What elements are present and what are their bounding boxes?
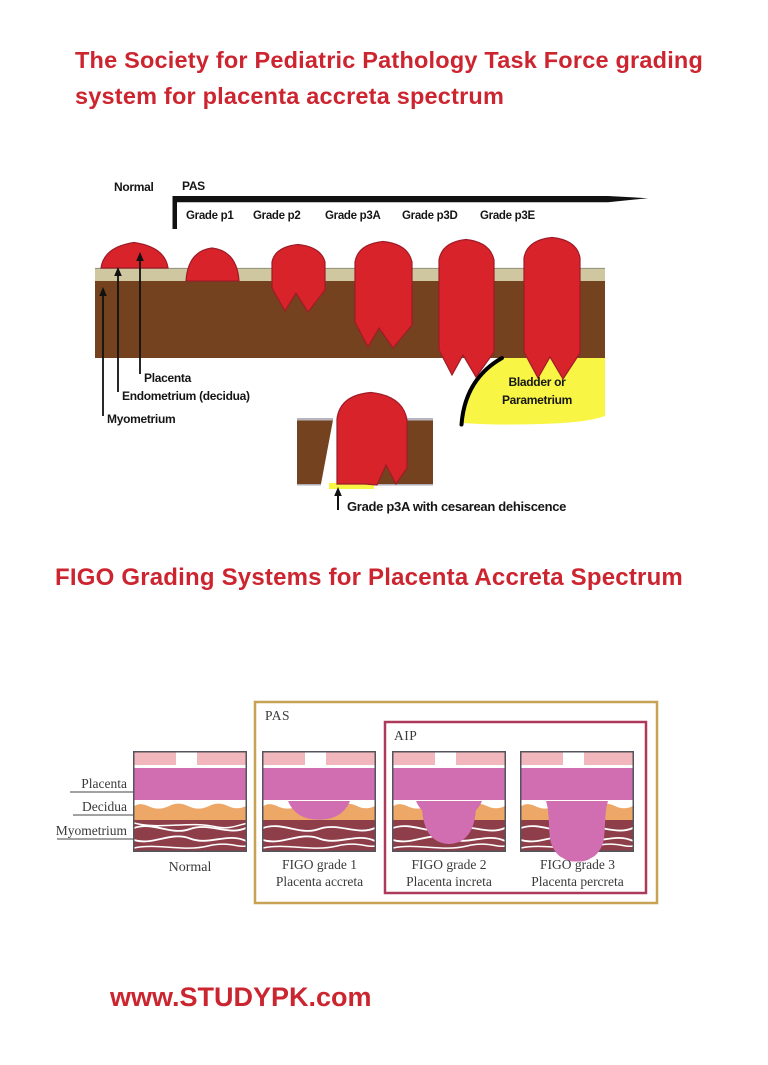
inset-caption: Grade p3A with cesarean dehiscence (347, 499, 566, 514)
figo-diagram: PAS AIP Placenta Decidua Myometrium (56, 700, 659, 905)
grade-p3e-label: Grade p3E (480, 210, 535, 222)
caption-grade2-line2: Placenta increta (406, 874, 492, 889)
figo-leader-lines (57, 791, 133, 840)
figo-decidua-label: Decidua (82, 799, 127, 814)
placenta-dome-p2 (271, 243, 326, 314)
arrowhead-endometrium (114, 267, 122, 276)
spp-diagram: Normal PAS Grade p1 Grade p2 Grade p3A G… (95, 179, 648, 514)
layer-arrows (102, 258, 141, 416)
placenta-dome-p3e (523, 236, 581, 381)
pas-label: PAS (182, 179, 205, 193)
inset-dehiscence-strip (329, 483, 374, 489)
figo-placenta-label: Placenta (81, 776, 127, 791)
cesarean-inset (297, 391, 433, 510)
grade-p3d-label: Grade p3D (402, 210, 457, 222)
spp-title: The Society for Pediatric Pathology Task… (75, 42, 703, 114)
spp-title-line1: The Society for Pediatric Pathology Task… (75, 47, 704, 73)
caption-grade3-line1: FIGO grade 3 (540, 857, 615, 872)
caption-grade1-line2: Placenta accreta (276, 874, 363, 889)
pas-box-label: PAS (265, 708, 290, 723)
caption-grade2-line1: FIGO grade 2 (412, 857, 487, 872)
endometrium-layer-label: Endometrium (decidua) (122, 389, 250, 403)
aip-box (383, 720, 648, 895)
caption-grade1-line1: FIGO grade 1 (282, 857, 357, 872)
placenta-dome-p3d (438, 238, 495, 379)
footer-url: www.STUDYPK.com (110, 982, 372, 1012)
placenta-dome-p3a (354, 240, 413, 349)
bladder-outline-arc (459, 356, 504, 427)
figo-panel-grade2 (392, 751, 506, 852)
pas-bracket-horizontal (177, 196, 648, 203)
inset-placenta-dome (336, 391, 408, 486)
caption-grade3-line2: Placenta percreta (531, 874, 624, 889)
inset-left-myometrium (297, 420, 333, 484)
figo-title: FIGO Grading Systems for Placenta Accret… (55, 564, 683, 591)
figo-myometrium-label: Myometrium (56, 823, 128, 838)
figo-panel-grade3 (520, 751, 634, 862)
spp-title-line2: system for placenta accreta spectrum (75, 83, 505, 109)
placenta-dome-p1 (185, 247, 240, 282)
pas-bracket-vertical (172, 196, 177, 229)
aip-box-label: AIP (394, 728, 417, 743)
bladder-shape (462, 358, 605, 425)
bladder-label-line2: Parametrium (502, 393, 572, 407)
caption-normal: Normal (169, 860, 212, 875)
arrowhead-placenta (136, 252, 144, 261)
arrowhead-myometrium (99, 287, 107, 296)
pas-box (253, 700, 659, 905)
myometrium-layer (95, 281, 605, 358)
grade-p3a-label: Grade p3A (325, 210, 380, 222)
figo-panel-normal (133, 751, 247, 852)
grade-p1-label: Grade p1 (186, 210, 234, 222)
bladder-label-line1: Bladder or (508, 375, 566, 389)
grade-p2-label: Grade p2 (253, 210, 300, 222)
placenta-dome-normal (100, 241, 169, 269)
myometrium-layer-label: Myometrium (107, 412, 175, 426)
inset-arrowhead (334, 487, 342, 496)
placenta-layer-label: Placenta (144, 371, 192, 385)
figo-panel-grade1 (262, 751, 376, 852)
normal-label: Normal (114, 180, 154, 194)
